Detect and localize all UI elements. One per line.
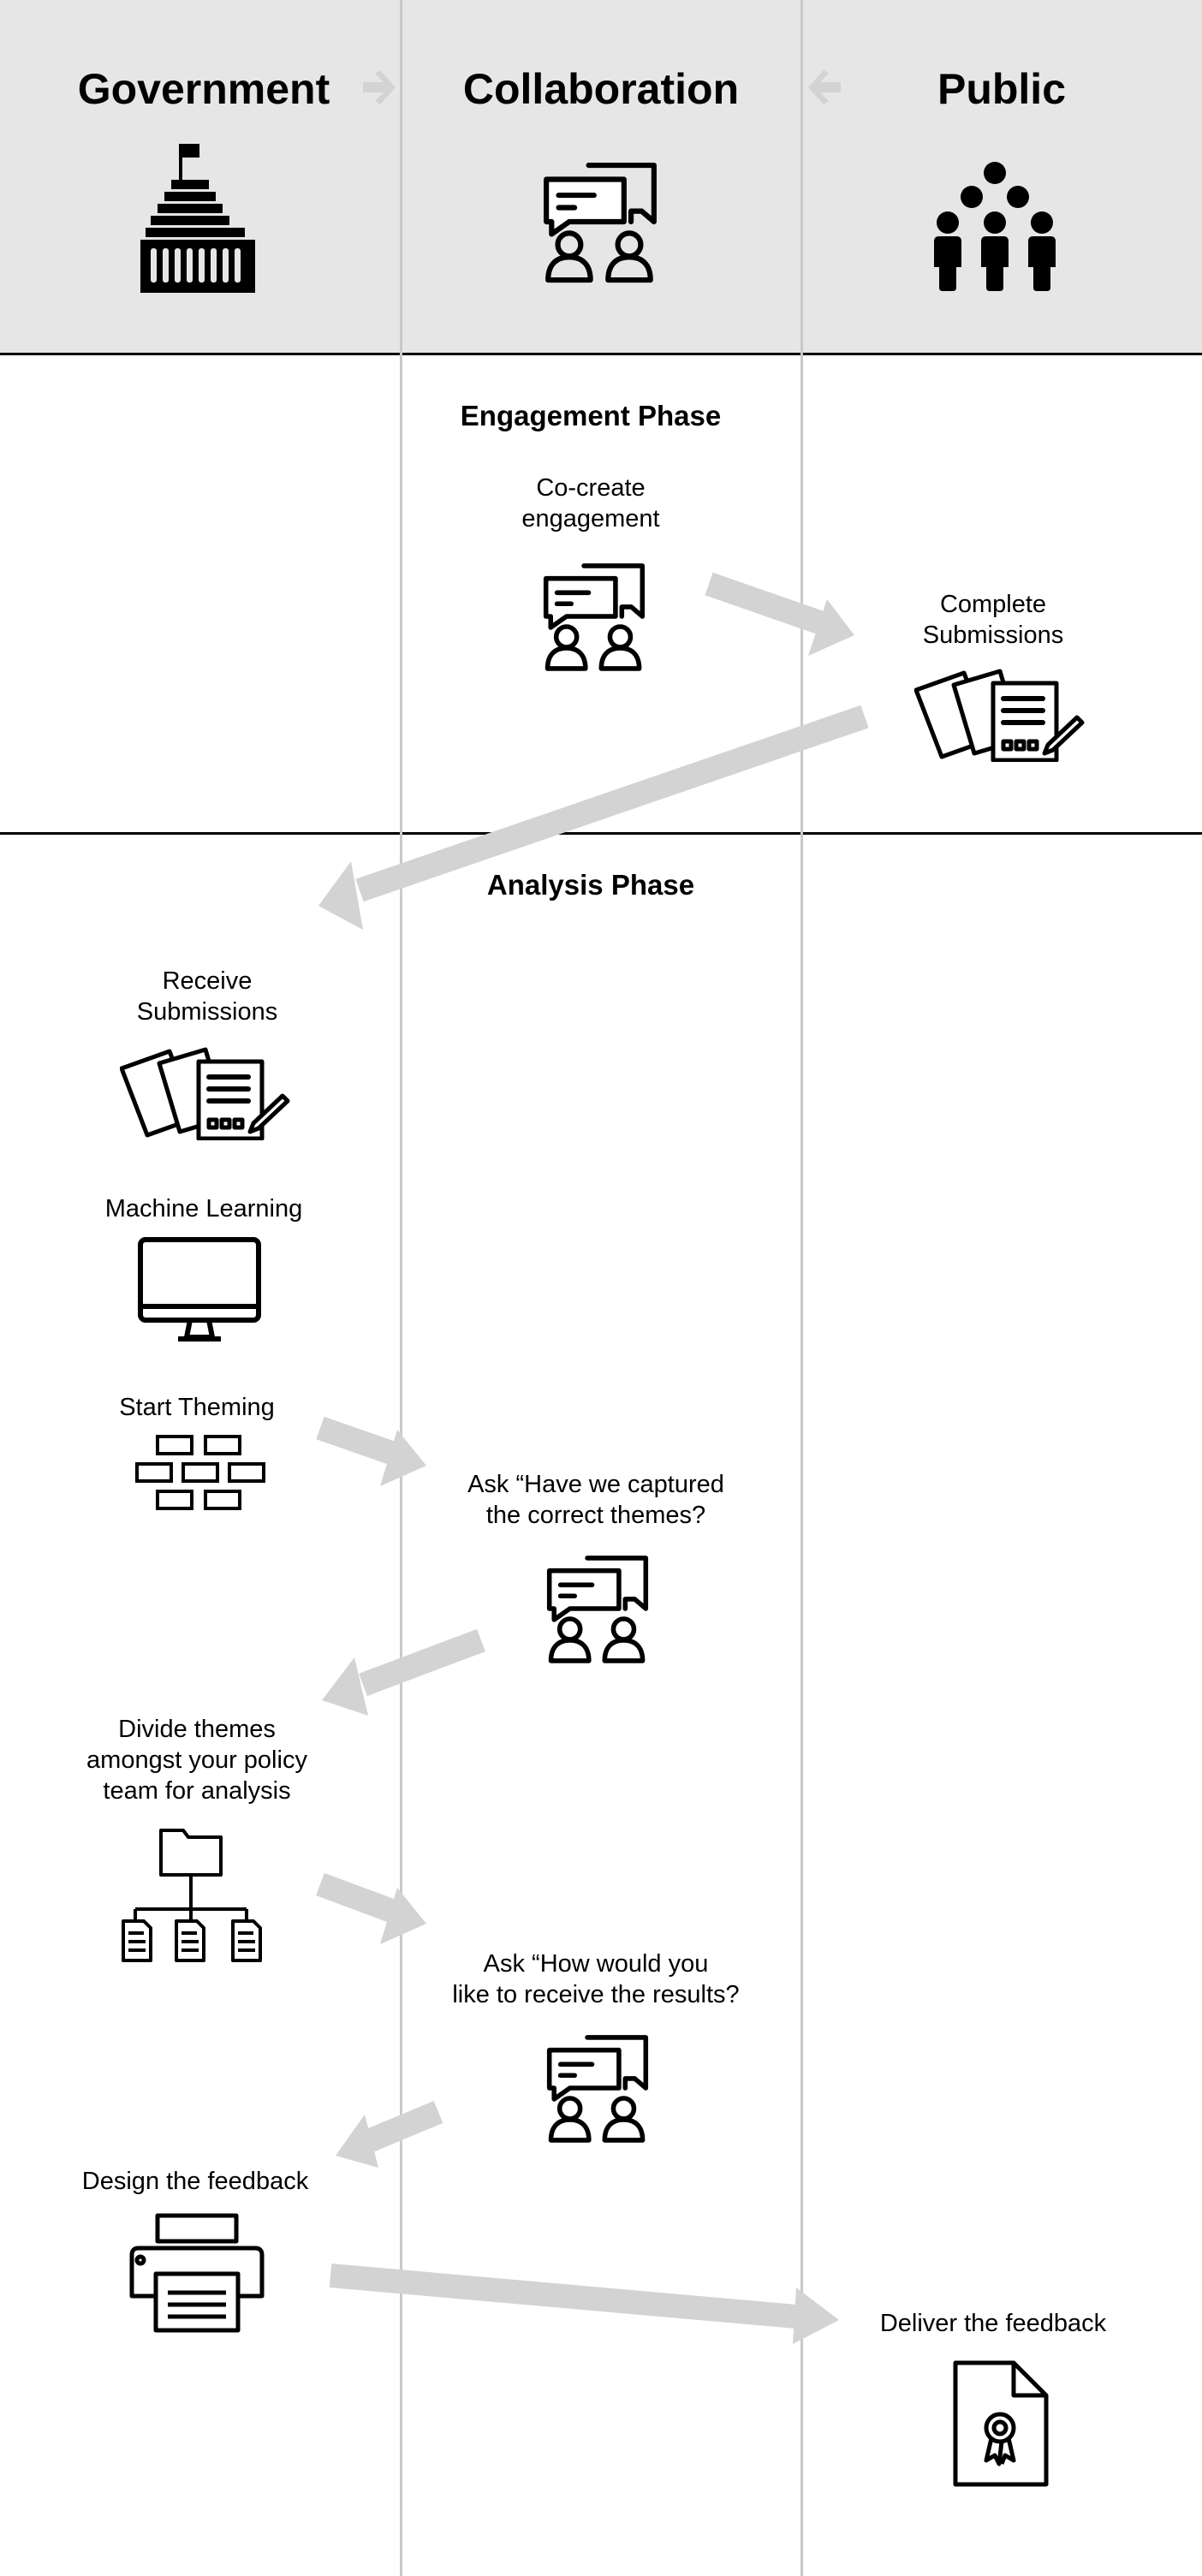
start-theming-label: Start Theming [119,1394,275,1421]
co-create-engagement-label: Co-create engagement [521,474,660,532]
header-arrow-left [808,70,841,104]
arrow-head-3 [380,1430,426,1486]
ask-results-label: Ask “How would you like to receive the r… [452,1950,740,2008]
arrow-head-5 [380,1888,426,1944]
divide-themes-label: Divide themes amongst your policy team f… [86,1716,307,1805]
arrow-head-2 [318,861,363,930]
capitol-building-icon [140,144,255,293]
complete-submissions-label: Complete Submissions [922,591,1064,649]
arrow-head-6 [336,2115,378,2168]
folder-hierarchy-icon [122,1829,262,1962]
deliver-feedback-label: Deliver the feedback [879,2310,1107,2337]
header-arrow-right [363,70,396,104]
collaboration-chat-icon [543,558,646,675]
column-title-public: Public [937,65,1067,113]
column-title-collaboration: Collaboration [462,65,740,113]
design-feedback-label: Design the feedback [81,2168,309,2195]
lane-line-left [400,0,402,2576]
collaboration-chat-icon [546,2029,649,2147]
machine-learning-label: Machine Learning [104,1195,303,1223]
arrow-head-1 [808,599,854,656]
analysis-phase-title: Analysis Phase [486,869,695,901]
arrow-head-7 [793,2287,839,2344]
theme-blocks-icon [135,1435,265,1510]
collaboration-chat-icon [543,154,658,289]
engagement-phase-title: Engagement Phase [460,400,722,431]
collaboration-chat-icon [546,1550,649,1668]
printer-icon [129,2213,265,2333]
certificate-document-icon [953,2360,1049,2487]
phase-divider [0,832,1202,835]
computer-monitor-icon [138,1237,261,1342]
submissions-documents-icon [120,1044,291,1140]
arrow-head-4 [322,1657,368,1716]
header-divider [0,353,1202,355]
lane-line-right [800,0,803,2576]
crowd-icon [934,162,1056,291]
ask-themes-label: Ask “Have we captured the correct themes… [467,1471,724,1529]
receive-submissions-label: Receive Submissions [136,967,278,1026]
submissions-documents-icon [914,666,1086,762]
column-title-government: Government [77,65,330,113]
